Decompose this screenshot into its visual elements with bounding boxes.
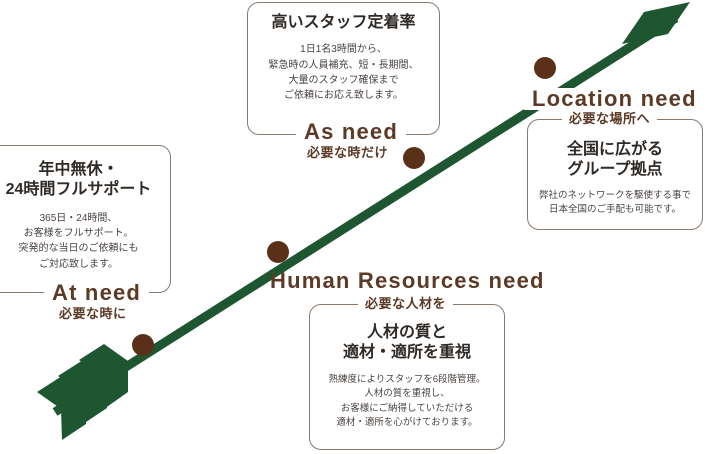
- arrow-fletching: [37, 344, 128, 440]
- node-at-need: [132, 334, 154, 356]
- location-need-jp-body: 弊社のネットワークを駆使する事で 日本全国のご手配も可能です。: [539, 189, 691, 218]
- location-need-jp-title: 全国に広がる グループ拠点: [567, 140, 663, 181]
- location-need-jp-subtitle: 必要な場所へ: [562, 112, 658, 125]
- at-need-en-heading: At need: [44, 282, 150, 304]
- as-need-jp-body-line-2: 緊急時の人員補充、短・長期間、: [268, 59, 419, 71]
- location-need-jp-title-line-2: グループ拠点: [567, 161, 663, 179]
- arrow-head-diamond: [622, 2, 690, 44]
- at-need-jp-title-line-1: 年中無休・: [38, 161, 119, 178]
- arrow-head: [626, 4, 688, 47]
- at-need-box: 年中無休・ 24時間フルサポート 365日・24時間、 お客様をフルサポート。 …: [0, 145, 171, 293]
- node-location-need: [534, 57, 556, 79]
- human-resources-need-jp-body-line-4: 適材・適所を心がけております。: [336, 417, 478, 429]
- human-resources-need-jp-title-line-1: 人材の質と: [366, 324, 447, 341]
- as-need-jp-body-line-3: 大量のスタッフ確保まで: [288, 74, 399, 86]
- at-need-jp-body-line-3: 突発的な当日のご依頼にも: [18, 243, 139, 255]
- at-need-jp-body-line-1: 365日・24時間、: [39, 212, 118, 224]
- node-human-resources-need: [267, 241, 289, 263]
- as-need-jp-title: 高いスタッフ定着率: [271, 13, 415, 33]
- as-need-jp-body: 1日1名3時間から、 緊急時の人員補充、短・長期間、 大量のスタッフ確保まで ご…: [269, 42, 419, 103]
- as-need-jp-subtitle: 必要な時だけ: [307, 145, 389, 160]
- location-need-jp-body-line-1: 弊社のネットワークを駆使する事で: [538, 189, 691, 201]
- human-resources-need-jp-body-line-1: 熟練度によりスタッフを6段階管理。: [328, 373, 486, 385]
- as-need-box: 高いスタッフ定着率 1日1名3時間から、 緊急時の人員補充、短・長期間、 大量の…: [247, 2, 440, 135]
- as-need-jp-body-line-4: ご依頼にお応え致します。: [284, 90, 403, 102]
- as-need-jp-title-line-1: 高いスタッフ定着率: [271, 14, 416, 31]
- human-resources-need-jp-body-line-2: 人材の質を重視し、: [364, 388, 450, 400]
- at-need-jp-body: 365日・24時間、 お客様をフルサポート。 突発的な当日のご依頼にも ご対応致…: [19, 211, 139, 272]
- as-need-en-heading: As need: [296, 121, 406, 143]
- location-need-box: 全国に広がる グループ拠点 弊社のネットワークを駆使する事で 日本全国のご手配も…: [527, 119, 703, 230]
- human-resources-need-jp-body: 熟練度によりスタッフを6段階管理。 人材の質を重視し、 お客様にご納得していただ…: [328, 373, 485, 431]
- location-need-en-heading: Location need: [524, 88, 705, 110]
- human-resources-need-jp-title-line-2: 適材・適所を重視: [342, 344, 471, 362]
- at-need-jp-body-line-2: お客様をフルサポート。: [23, 228, 134, 240]
- human-resources-need-jp-title: 人材の質と 適材・適所を重視: [343, 323, 471, 364]
- human-resources-need-jp-body-line-3: お客様にご納得していただける: [340, 402, 474, 414]
- at-need-jp-title-line-2: 24時間フルサポート: [5, 181, 152, 199]
- at-need-jp-body-line-4: ご対応致します。: [39, 258, 118, 270]
- human-resources-need-jp-subtitle: 必要な人材を: [358, 297, 454, 310]
- at-need-jp-subtitle: 必要な時に: [59, 306, 127, 321]
- at-need-jp-title: 年中無休・ 24時間フルサポート: [6, 160, 152, 201]
- location-need-jp-title-line-1: 全国に広がる: [566, 141, 663, 158]
- location-need-jp-body-line-2: 日本全国のご手配も可能です。: [548, 204, 682, 216]
- as-need-jp-body-line-1: 1日1名3時間から、: [300, 44, 387, 56]
- human-resources-need-box: 人材の質と 適材・適所を重視 熟練度によりスタッフを6段階管理。 人材の質を重視…: [309, 304, 505, 450]
- node-as-need: [403, 147, 425, 169]
- human-resources-need-en-heading: Human Resources need: [270, 268, 545, 293]
